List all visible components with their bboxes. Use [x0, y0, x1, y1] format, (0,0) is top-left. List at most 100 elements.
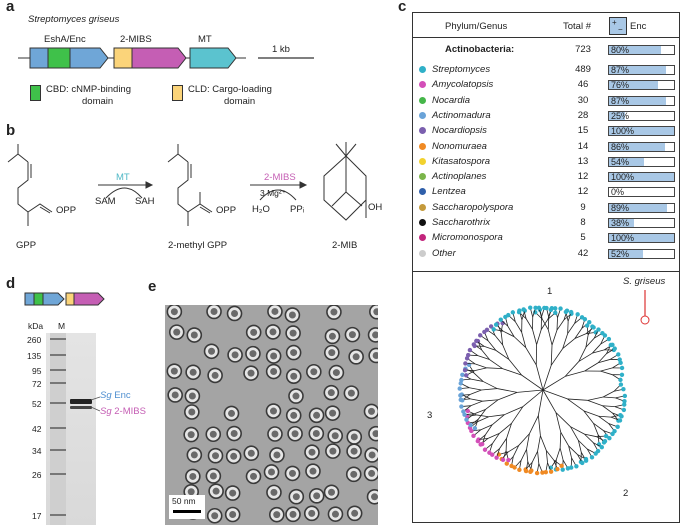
reaction-scheme — [7, 142, 367, 226]
tree-branch — [498, 392, 518, 401]
tree-leaf — [560, 467, 565, 472]
tree-branch — [529, 415, 539, 434]
header-enc: Enc — [630, 21, 647, 32]
tree-branch — [550, 348, 563, 366]
genus-name: Saccharothrix — [432, 217, 491, 228]
tree-branch — [487, 433, 500, 439]
tree-branch — [480, 424, 493, 431]
ladder-52: 52 — [32, 399, 42, 409]
particle-core — [350, 447, 358, 455]
genus-enc-fill — [609, 81, 659, 90]
genus-enc-fill — [609, 234, 674, 243]
tree-leaf — [590, 324, 595, 329]
genus-total: 42 — [577, 247, 589, 259]
legend-cbd-swatch — [30, 85, 41, 101]
tree-branch — [532, 329, 537, 345]
tree-leaf — [465, 352, 471, 358]
genus-name: Actinomadura — [432, 109, 491, 121]
tree-leaf — [509, 463, 514, 469]
tree-leaf — [612, 346, 617, 351]
particle-core — [268, 468, 276, 476]
tree-branch — [584, 433, 597, 438]
genus-total: 46 — [577, 79, 589, 91]
tree-branch — [476, 414, 489, 418]
particle-core — [367, 407, 375, 415]
tree-branch — [602, 405, 613, 414]
tree-leaf — [459, 404, 464, 409]
tree-leaf — [462, 367, 468, 373]
tree-branch — [602, 405, 615, 408]
tree-leaf — [460, 372, 465, 377]
particle-core — [230, 430, 238, 438]
band-enc-prefix: Sg — [100, 390, 112, 401]
tree-leaf — [583, 456, 589, 462]
phylo-tree-box: S. griseus 1 2 3 — [412, 271, 680, 523]
tree-leaf — [603, 433, 609, 439]
tree-leaf — [548, 307, 554, 313]
genus-enc-fill — [609, 157, 645, 166]
tree-branch — [488, 414, 505, 418]
tree-leaf — [475, 438, 481, 444]
tree-leaf — [500, 457, 506, 463]
tree-leaf — [580, 460, 585, 466]
marker-lane — [50, 333, 66, 525]
particle-core — [328, 488, 336, 496]
tree-branch — [473, 408, 486, 415]
tree-branch — [568, 445, 572, 459]
tree-leaf — [596, 327, 601, 332]
tree-branch — [551, 329, 558, 346]
opp2-label: OPP — [216, 205, 237, 216]
tree-leaf — [563, 309, 569, 315]
genus-name: Saccharopolyspora — [432, 201, 514, 213]
ladder-260: 260 — [27, 335, 42, 345]
genus-enc-pct: 52% — [611, 248, 630, 259]
particle-core — [372, 430, 378, 438]
genus-enc-bar: 87% — [608, 65, 675, 75]
tree-leaf — [622, 393, 628, 399]
tree-leaf — [559, 463, 564, 469]
gpp-structure — [7, 144, 53, 226]
tem-scale-label: 50 nm — [172, 496, 196, 506]
ladder-band — [50, 473, 66, 475]
gpp-label: GPP — [16, 240, 37, 251]
tree-branch — [567, 321, 569, 334]
tree-branch — [598, 415, 609, 424]
particle-core — [208, 347, 216, 355]
tree-branch — [513, 336, 527, 348]
tree-leaf — [504, 461, 509, 466]
particle-core — [247, 449, 255, 457]
particle-core — [292, 493, 300, 501]
tree-leaf — [565, 466, 571, 471]
particle-core — [188, 408, 196, 416]
particle-core — [269, 328, 277, 336]
genus-total: 13 — [577, 155, 589, 167]
tree-leaf — [484, 327, 490, 332]
tree-branch — [603, 396, 616, 399]
enc-header-icon: +− — [609, 17, 627, 35]
tree-branch — [526, 433, 530, 450]
tree-branch — [477, 409, 486, 420]
tree-branch — [578, 352, 593, 362]
tree-leaf — [461, 409, 466, 414]
genus-total: 15 — [577, 125, 589, 137]
phylum-enc-pct: 80% — [611, 45, 630, 55]
band-mibs-prefix: Sg — [100, 406, 112, 417]
tree-branch — [537, 389, 544, 416]
particle-core — [371, 493, 378, 501]
particle-core — [328, 332, 336, 340]
ppi-label: PPᵢ — [290, 204, 305, 215]
particle-core — [350, 433, 358, 441]
tree-leaf — [463, 361, 468, 366]
tree-leaf — [607, 436, 612, 441]
tem-micrograph: 50 nm — [165, 305, 378, 525]
genus-total: 8 — [580, 217, 586, 228]
tree-branch — [540, 435, 547, 451]
tree-branch — [484, 424, 493, 436]
tree-branch — [499, 423, 512, 434]
ladder-135: 135 — [27, 351, 42, 361]
tree-leaf — [621, 387, 626, 392]
tree-leaf — [523, 468, 529, 474]
